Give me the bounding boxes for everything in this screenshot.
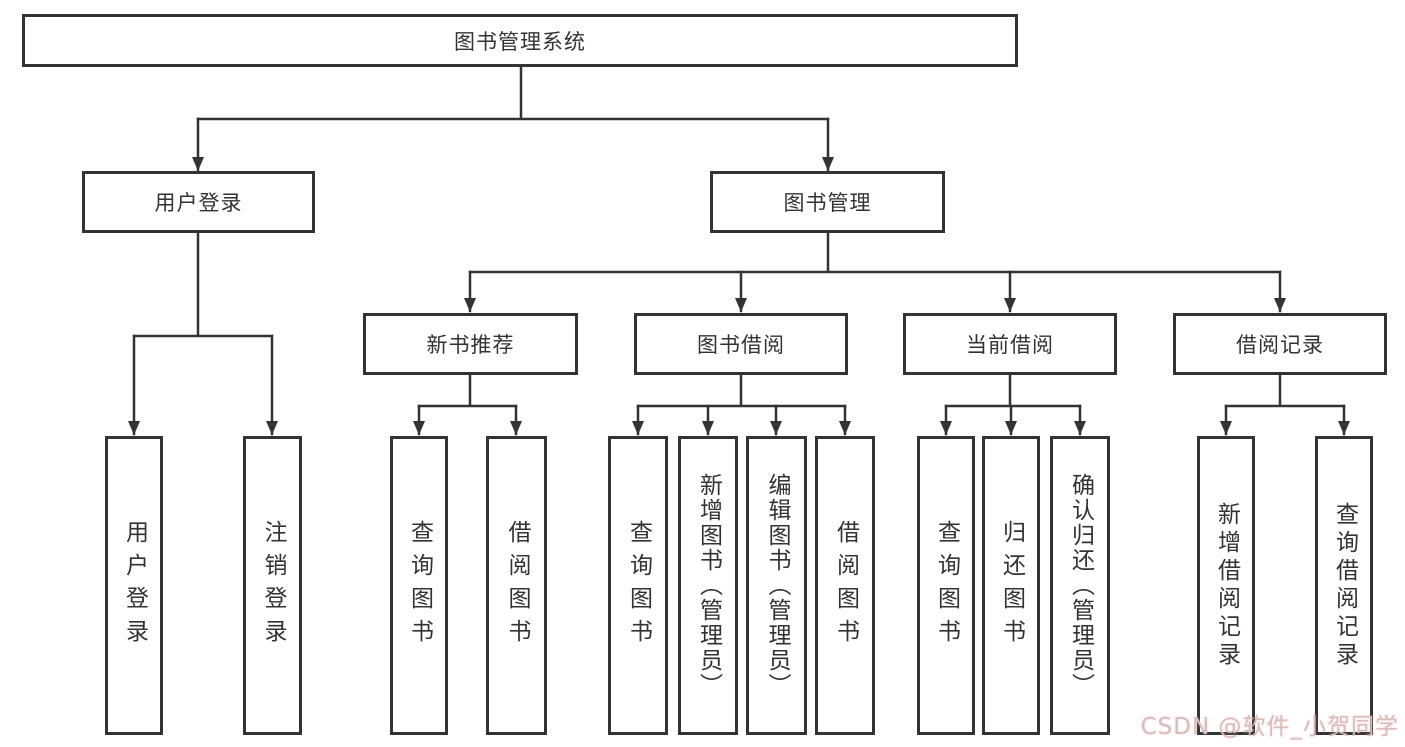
connector-book-mgmt-trunk bbox=[468, 231, 1282, 274]
node-bb-edit-books-admin: 编辑图书（管理员） bbox=[746, 436, 807, 735]
node-ul-logout: 注销登录 bbox=[243, 436, 302, 735]
node-book-mgmt: 图书管理 bbox=[710, 171, 945, 233]
node-nb-borrow-books: 借阅图书 bbox=[486, 436, 547, 735]
node-ul-user-login: 用户登录 bbox=[105, 436, 163, 735]
node-borrow-records: 借阅记录 bbox=[1173, 313, 1387, 375]
node-cb-query-books: 查询图书 bbox=[917, 436, 975, 735]
connector-user-login-trunk bbox=[132, 231, 274, 338]
node-current-borrow: 当前借阅 bbox=[903, 313, 1117, 375]
node-bb-query-books: 查询图书 bbox=[608, 436, 668, 735]
connector-root-trunk bbox=[196, 65, 830, 121]
node-book-borrow: 图书借阅 bbox=[634, 313, 848, 375]
connector-book-borrow-trunk bbox=[636, 373, 847, 408]
node-user-login: 用户登录 bbox=[82, 171, 315, 233]
node-root: 图书管理系统 bbox=[22, 14, 1018, 67]
node-cb-confirm-return-admin: 确认归还（管理员） bbox=[1050, 436, 1110, 735]
node-nb-query-books: 查询图书 bbox=[390, 436, 448, 735]
node-br-query-record: 查询借阅记录 bbox=[1315, 436, 1373, 735]
connector-new-books-trunk bbox=[417, 373, 518, 408]
node-new-books: 新书推荐 bbox=[363, 313, 578, 375]
node-bb-add-books-admin: 新增图书（管理员） bbox=[678, 436, 738, 735]
connector-current-borrow-trunk bbox=[944, 373, 1082, 408]
node-bb-borrow-books: 借阅图书 bbox=[815, 436, 875, 735]
node-br-add-record: 新增借阅记录 bbox=[1197, 436, 1255, 735]
node-cb-return-books: 归还图书 bbox=[982, 436, 1040, 735]
connector-borrow-records-trunk bbox=[1224, 373, 1346, 408]
